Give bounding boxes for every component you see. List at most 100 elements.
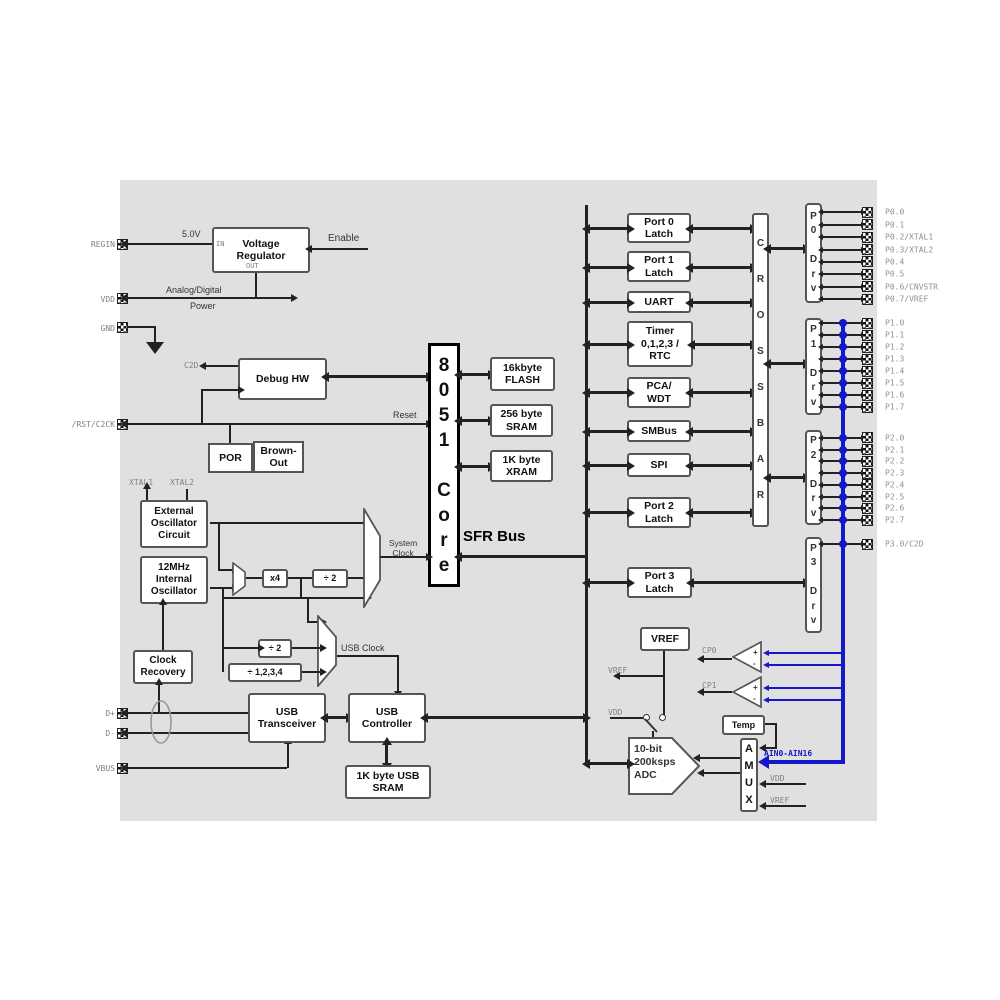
wire [158,685,160,713]
pin-label-dplus: D+ [105,709,115,718]
wire [206,365,238,367]
wire [229,424,231,443]
pin-row: P1.4 [823,365,993,377]
analog-connection-dot [839,445,847,454]
vref-out-label: VREF [608,666,628,675]
port0-pins: P0.0 P0.1 P0.2/XTAL1 P0.3/XTAL2 [823,206,993,306]
wire [428,716,583,719]
wire [246,577,262,579]
wire [704,772,740,774]
cp1-input-wire [769,699,841,701]
pin-label: P1.7 [885,402,905,412]
pin-pad [862,365,873,377]
pin-pad [862,256,873,268]
sfr-bus-line [585,205,588,765]
pin-row: P1.0 [823,317,993,329]
pin-pad [862,455,873,467]
pca-wdt-box: PCA/ WDT [627,377,691,408]
cp1-input-wire [769,687,841,689]
wire [663,651,665,716]
int-osc-box: 12MHz Internal Oscillator [140,556,208,604]
wire [693,430,750,433]
ad-power-label2: Power [190,301,216,311]
smbus-box: SMBus [627,420,691,442]
wire [693,391,750,394]
cp0-input-wire [769,652,841,654]
pin-row: P1.1 [823,329,993,341]
differential-pair-ellipse [150,700,172,744]
wire [704,691,732,693]
pin-row: P0.2/XTAL1 [823,231,993,243]
xram-box: 1K byte XRAM [490,450,553,482]
pin-pad [862,467,873,479]
wire [610,717,643,719]
flash-box: 16kbyte FLASH [490,357,555,391]
wire [590,301,627,304]
wire [210,587,232,589]
pin-row: P0.4 [823,256,993,268]
wire [771,362,803,365]
analog-connection-dot [839,480,847,489]
pin-label: P1.6 [885,390,905,400]
amux-box: A M U X [740,738,758,812]
crossbar-box: C R O S S B A R [752,213,769,527]
amux-vref-label: VREF [770,796,790,805]
pin-label: P0.7/VREF [885,294,929,304]
wire [693,301,750,304]
wire [255,273,257,299]
wire [218,522,220,570]
wire [201,389,238,391]
p2-drv-box: P 2 D r v [805,430,822,525]
cp0-input-wire [769,664,841,666]
pin-pad [862,401,873,413]
analog-connection-dot [839,504,847,513]
wire [162,605,164,650]
pin-row: P2.0 [823,432,993,444]
wire [201,390,203,424]
p3-drv-box: P 3 D r v [805,537,822,633]
wire [127,423,426,425]
pin-label: P0.5 [885,269,905,279]
wire [766,783,806,785]
pin-pad [862,502,873,514]
temp-sensor-box: Temp [722,715,765,735]
wire [302,671,320,673]
diagram-canvas [120,180,877,821]
amux-vdd-label: VDD [770,774,785,783]
comparator-cp1: + - [731,675,762,709]
div2-box: ÷ 2 [312,569,348,588]
pin-pad [862,244,873,256]
wire [700,757,740,759]
pin-pad [862,206,873,218]
pin-label: P2.6 [885,503,905,513]
pin-pad [862,219,873,231]
wire [337,655,398,657]
pin-label: P2.4 [885,480,905,490]
wire [287,744,289,768]
5v-label: 5.0V [182,229,201,239]
wire [127,243,212,245]
pin-label-rst: /RST/C2CK [71,420,115,429]
analog-connection-dot [839,331,847,339]
analog-connection-dot [839,469,847,478]
c2d-label: C2D [184,361,199,370]
vdd-switch-label: VDD [608,708,623,717]
pin-row: P1.3 [823,353,993,365]
pin-label-dminus: D- [105,729,115,738]
wire [307,598,309,622]
clock-recovery-box: Clock Recovery [133,650,193,684]
pin-label: P0.3/XTAL2 [885,245,934,255]
wire [693,266,750,269]
pin-label: P0.4 [885,257,905,267]
wire [704,658,732,660]
pin-pad [862,281,873,293]
wire [693,464,750,467]
wire [771,476,803,479]
wire [823,236,861,239]
cp0-minus: - [753,659,756,668]
pin-label: P2.7 [885,515,905,525]
wire [823,298,861,301]
wire [823,260,861,263]
wire [222,647,258,649]
usb-sram-box: 1K byte USB SRAM [345,765,431,799]
